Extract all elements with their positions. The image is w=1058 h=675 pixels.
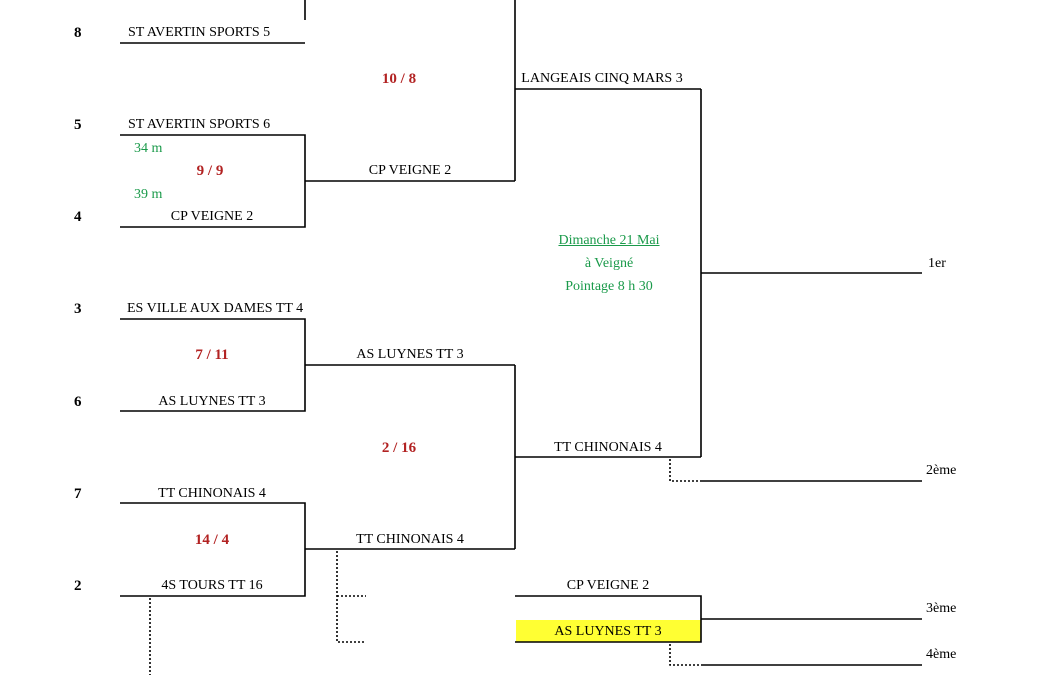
score-14-4: 14 / 4 (194, 532, 230, 548)
note-34m: 34 m (134, 141, 163, 156)
seed-6: 6 (74, 394, 82, 410)
team-tt-chinonais-qf: TT CHINONAIS 4 (356, 532, 464, 547)
team-langeais-cinq-mars: LANGEAIS CINQ MARS 3 (521, 71, 683, 86)
seed-3: 3 (74, 301, 82, 317)
line-qf-top (514, 0, 701, 181)
dotted-fourth (669, 644, 701, 666)
line-qf-bottom (514, 365, 701, 549)
line-r1-match1 (120, 0, 306, 44)
team-cp-veigne-2-qf: CP VEIGNE 2 (368, 163, 452, 178)
seed-2: 2 (74, 578, 82, 594)
dotted-second (669, 459, 701, 482)
dotted-chinonais (336, 551, 366, 643)
seed-5: 5 (74, 117, 82, 133)
highlight-as-luynes (516, 620, 701, 642)
line-r1-match3 (120, 318, 515, 412)
team-cp-veigne-2-r1: CP VEIGNE 2 (170, 209, 254, 224)
place-third: 3ème (926, 601, 957, 616)
seed-8: 8 (74, 25, 82, 41)
place-second: 2ème (926, 463, 957, 478)
note-39m: 39 m (134, 187, 163, 202)
team-st-avertin-sports-6: ST AVERTIN SPORTS 6 (128, 117, 271, 132)
seed-4: 4 (74, 209, 82, 225)
team-as-luynes-qf: AS LUYNES TT 3 (356, 347, 464, 362)
event-place: à Veigné (584, 256, 634, 271)
team-cp-veigne-2-third: CP VEIGNE 2 (566, 578, 650, 593)
score-10-8: 10 / 8 (381, 71, 417, 87)
score-2-16: 2 / 16 (381, 440, 417, 456)
score-7-11: 7 / 11 (195, 347, 229, 363)
team-4s-tours: 4S TOURS TT 16 (161, 578, 263, 593)
line-sf (700, 89, 922, 457)
team-tt-chinonais-sf: TT CHINONAIS 4 (554, 440, 662, 455)
team-as-luynes-r1: AS LUYNES TT 3 (158, 394, 266, 409)
team-tt-chinonais-r1: TT CHINONAIS 4 (158, 486, 266, 501)
line-r1-match4 (120, 502, 515, 597)
seed-7: 7 (74, 486, 82, 502)
score-9-9: 9 / 9 (196, 163, 224, 179)
place-fourth: 4ème (926, 647, 957, 662)
place-first: 1er (928, 256, 946, 271)
line-r1-match2 (120, 134, 515, 228)
team-es-ville-aux-dames: ES VILLE AUX DAMES TT 4 (127, 301, 304, 316)
team-st-avertin-sports-5: ST AVERTIN SPORTS 5 (128, 25, 271, 40)
team-as-luynes-third: AS LUYNES TT 3 (554, 624, 662, 639)
event-date: Dimanche 21 Mai (558, 233, 660, 248)
event-checkin: Pointage 8 h 30 (565, 279, 653, 294)
line-third-match (515, 595, 922, 643)
